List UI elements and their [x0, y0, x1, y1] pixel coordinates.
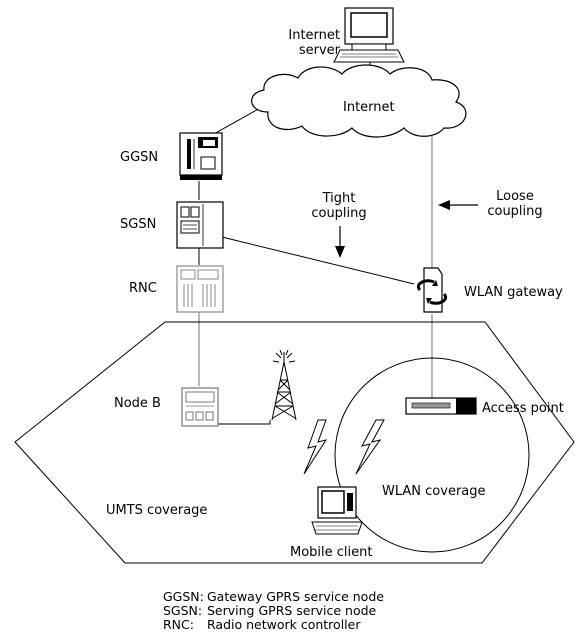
link-sgsn-wlan-gateway: [221, 236, 415, 285]
rnc-icon: [176, 265, 224, 313]
rnc-label: RNC: [129, 281, 157, 296]
legend-text: Serving GPRS service node: [207, 603, 377, 618]
access-point-icon: [405, 397, 477, 415]
internet-server-label-line1: Internet: [288, 28, 340, 43]
legend-abbr: SGSN:: [163, 603, 203, 618]
node-b-icon: [181, 387, 219, 427]
access-point-label: Access point: [482, 401, 564, 416]
wlan-coverage-label: WLAN coverage: [382, 484, 486, 499]
loose-coupling-label-line1: Loose: [496, 189, 534, 204]
legend-row-ggsn: GGSN: Gateway GPRS service node: [163, 590, 384, 604]
tight-coupling-arrow: [335, 226, 345, 258]
sgsn-label: SGSN: [120, 217, 157, 232]
radio-signal-icon: [303, 419, 328, 475]
wlan-gateway-icon: [417, 267, 447, 313]
legend-abbr: GGSN:: [163, 589, 204, 604]
mobile-client-icon: [311, 486, 363, 535]
mobile-client-label: Mobile client: [290, 545, 373, 560]
legend-row-rnc: RNC: Radio network controller: [163, 618, 384, 632]
loose-coupling-arrow: [438, 200, 478, 210]
legend: GGSN: Gateway GPRS service node SGSN: Se…: [163, 590, 384, 632]
node-b-label: Node B: [114, 396, 161, 411]
wlan-gateway-label: WLAN gateway: [464, 285, 563, 300]
ggsn-label: GGSN: [120, 150, 159, 165]
legend-row-sgsn: SGSN: Serving GPRS service node: [163, 604, 384, 618]
umts-coverage-label: UMTS coverage: [106, 503, 208, 518]
internet-server-icon: [333, 7, 405, 63]
loose-coupling-label-line2: coupling: [487, 204, 543, 219]
legend-text: Radio network controller: [207, 617, 361, 632]
sgsn-icon: [176, 201, 224, 249]
tight-coupling-label-line2: coupling: [311, 206, 367, 221]
antenna-tower-icon: [271, 349, 297, 421]
tight-coupling-label: Tight coupling: [305, 191, 373, 221]
link-internet-ggsn: [211, 106, 263, 136]
wifi-signal-icon: [355, 419, 385, 475]
umts-coverage-area: [14, 321, 575, 564]
legend-abbr: RNC:: [163, 617, 194, 632]
link-nodeb-tower: [218, 420, 271, 425]
internet-server-label-line2: server: [298, 43, 340, 58]
tight-coupling-label-line1: Tight: [322, 191, 356, 206]
legend-text: Gateway GPRS service node: [207, 589, 384, 604]
internet-server-label: Internet server: [256, 28, 340, 58]
internet-label: Internet: [343, 100, 395, 115]
internet-cloud: [251, 64, 467, 138]
loose-coupling-label: Loose coupling: [478, 189, 552, 219]
ggsn-icon: [179, 132, 223, 180]
